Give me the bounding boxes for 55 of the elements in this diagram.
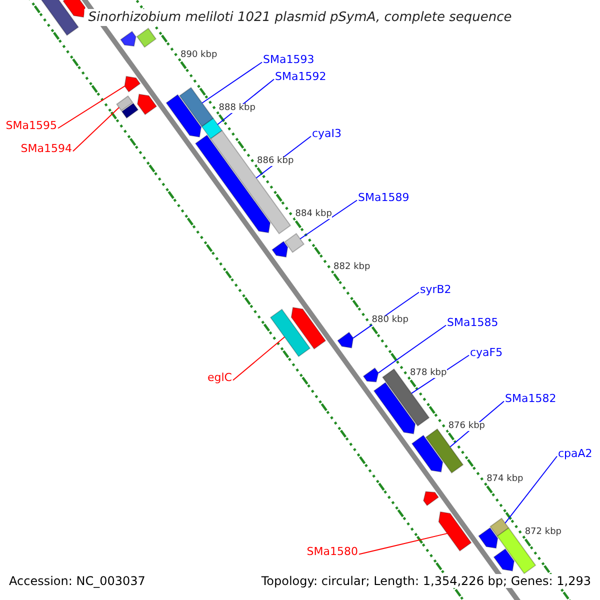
gene-feature [136, 94, 158, 116]
scale-label: 880 kbp [372, 316, 408, 326]
gene-label: SMa1585 [447, 317, 498, 328]
gene-feature [493, 548, 515, 572]
gene-feature [490, 518, 510, 537]
gene-feature [373, 382, 416, 434]
scale-label: 886 kbp [257, 157, 294, 166]
footer-text: Topology: circular; Length: 1,354,226 bp; Genes: 1,293 [259, 574, 593, 588]
gene-feature [270, 308, 311, 358]
leader-line [72, 106, 120, 152]
gene-feature [166, 94, 202, 138]
gene-feature [337, 332, 354, 348]
gene-feature [478, 527, 498, 549]
gene-label: cyaF5 [470, 347, 503, 358]
leader-line [504, 456, 558, 524]
gene-feature [362, 367, 379, 382]
gene-feature [382, 368, 430, 427]
gene-feature [62, 0, 86, 18]
gene-feature [272, 240, 288, 258]
scale-label: 876 kbp [448, 422, 485, 432]
gene-label: SMa1592 [275, 71, 326, 82]
footer-text: Accession: NC_003037 [7, 574, 148, 588]
scale-label: 878 kbp [410, 369, 447, 378]
scale-label: 890 kbp [180, 50, 218, 60]
gene-feature [124, 76, 141, 93]
gene-feature [411, 434, 444, 472]
gene-label: SMa1595 [6, 120, 57, 131]
scale-label: 882 kbp [334, 263, 370, 272]
leader-line [378, 324, 446, 374]
gene-feature [121, 102, 139, 119]
gene-label: SMa1580 [306, 546, 358, 557]
gene-label: cyaI3 [312, 128, 342, 139]
scale-label: 888 kbp [218, 104, 256, 113]
scale-label: 874 kbp [486, 475, 524, 484]
gene-feature [210, 130, 292, 234]
gene-label: cpaA2 [558, 448, 592, 459]
scale-label: 872 kbp [524, 528, 562, 538]
gene-label: eglC [208, 372, 232, 383]
gene-feature [201, 118, 223, 140]
gene-label: SMa1593 [263, 54, 314, 65]
gene-feature [284, 232, 305, 254]
gene-feature [120, 30, 136, 47]
gene-feature [116, 95, 134, 112]
gene-feature [438, 511, 472, 552]
gene-label: syrB2 [420, 284, 452, 295]
scale-label: 884 kbp [295, 210, 332, 220]
gene-feature [290, 306, 326, 350]
gene-feature [178, 86, 214, 128]
leader-line [58, 86, 126, 129]
gene-label: SMa1594 [20, 143, 72, 154]
leader-line [300, 200, 358, 240]
gene-feature [425, 428, 464, 474]
gene-label: SMa1589 [358, 192, 410, 203]
gene-feature [423, 491, 440, 506]
gene-label: SMa1582 [505, 393, 556, 404]
